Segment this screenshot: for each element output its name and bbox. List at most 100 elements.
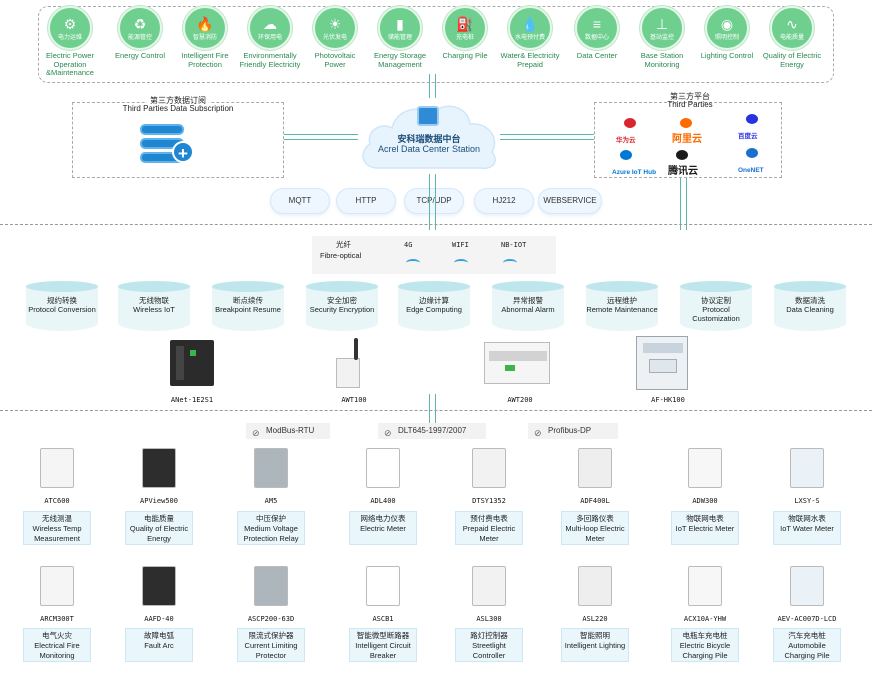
gateway-model-label: ANet-1E2S1 [170, 396, 214, 404]
database-icon: ≡ [592, 16, 602, 32]
cylinder-top [26, 281, 98, 292]
wifi-icon [454, 259, 468, 267]
recycle-icon: ♻ [133, 16, 147, 32]
platforms-title: 第三方平台 Third Parties [667, 92, 713, 109]
device-function-en: Medium Voltage Protection Relay [243, 524, 299, 543]
link-icon: ⊘ [252, 428, 260, 438]
platform-icon [624, 118, 636, 128]
gateway-function-en: Protocol Conversion [28, 305, 96, 314]
gateway-function-zh: 规约转换 [47, 296, 77, 305]
device-image [578, 448, 612, 488]
app-icon-badge: ≡ 数据中心 [575, 6, 619, 50]
device-image [688, 448, 722, 488]
device-function-en: Electric Bicycle Charging Pile [679, 641, 731, 660]
gateway-device-image [170, 340, 214, 386]
app-label-zh: 智慧消防 [192, 35, 217, 41]
bus-profibusdp: ⊘Profibus-DP [528, 423, 618, 439]
platform-logo: OneNET [738, 148, 798, 177]
device-function-en: Wireless Temp Measurement [32, 524, 82, 543]
device-image [142, 566, 176, 606]
app-label-zh: 环保用电 [257, 35, 282, 41]
wireless-label-wifi: WIFI [452, 241, 469, 249]
gateway-function-en: Security Encryption [309, 305, 375, 314]
device-image [688, 566, 722, 606]
app-label-zh: 数据中心 [584, 35, 609, 41]
app-icon-badge: ⛽充电桩 [443, 6, 487, 50]
app-icon-badge: ♻能源管控 [118, 6, 162, 50]
bus-label: ModBus-RTU [266, 426, 315, 435]
cylinder-top [212, 281, 284, 292]
cylinder-body [586, 286, 658, 331]
lightbulb-icon: ◉ [720, 16, 734, 32]
device-function-zh: 电瓶车充电桩 [682, 631, 728, 640]
device-function-en: Electric Meter [360, 524, 406, 533]
bus-label: DLT645-1997/2007 [398, 426, 467, 435]
connector-line [500, 139, 594, 140]
charging-pile-icon: ⛽ [456, 16, 474, 32]
device-function-en: Prepaid Electric Meter [462, 524, 516, 543]
app-label-en: Quality of Electric Energy [762, 51, 822, 69]
device-function-zh: 网络电力仪表 [360, 514, 406, 523]
device-function-zh: 汽车充电桩 [788, 631, 826, 640]
app-label-en: Water& Electricity Prepaid [500, 51, 560, 69]
protocol-mqtt: MQTT [270, 188, 330, 214]
cylinder-top [774, 281, 846, 292]
section-divider [0, 410, 872, 411]
bus-dlt64519972007: ⊘ DLT645-1997/2007 [378, 423, 486, 439]
app-label-zh: 储能管理 [387, 35, 412, 41]
connector-line [500, 134, 594, 135]
device-model-label: APView500 [140, 497, 178, 505]
device-function-en: Multi-loop Electric Meter [565, 524, 625, 543]
app-label-en: Photovoltaic Power [314, 51, 356, 69]
device-model-label: ARCM300T [40, 615, 74, 623]
device-function-zh: 电能质量 [144, 514, 174, 523]
app-label-en: Charging Pile [442, 51, 488, 60]
app-icon-badge: ☁环保用电 [248, 6, 292, 50]
platform-name: 华为云 [616, 137, 636, 144]
device-function-zh: 无线测温 [42, 514, 72, 523]
device-function-en: Electrical Fire Monitoring [34, 641, 80, 660]
water-drop-icon: 💧 [521, 16, 539, 32]
platform-name: 百度云 [738, 133, 758, 140]
app-icon-badge: ▮储能管理 [378, 6, 422, 50]
wireless-label-nbiot: NB-IOT [501, 241, 527, 249]
device-function-en: Current Limiting Protector [244, 641, 298, 660]
antenna-icon [354, 338, 358, 360]
app-label-zh: 电力运维 [57, 35, 82, 41]
gateway-function-zh: 安全加密 [327, 296, 357, 305]
gateway-function-zh: 远程维护 [607, 296, 637, 305]
device-function-en: Automobile Charging Pile [784, 641, 830, 660]
device-image [472, 448, 506, 488]
platform-icon [680, 118, 692, 128]
network-panel [312, 236, 556, 274]
gateway-function-en: Remote Maintenance [586, 305, 658, 314]
platform-icon [676, 150, 688, 160]
device-function-zh: 物联网水表 [788, 514, 826, 523]
link-icon: ⊘ [384, 428, 392, 438]
app-label-en: Base Station Monitoring [640, 51, 684, 69]
device-function-en: IoT Electric Meter [675, 524, 735, 533]
